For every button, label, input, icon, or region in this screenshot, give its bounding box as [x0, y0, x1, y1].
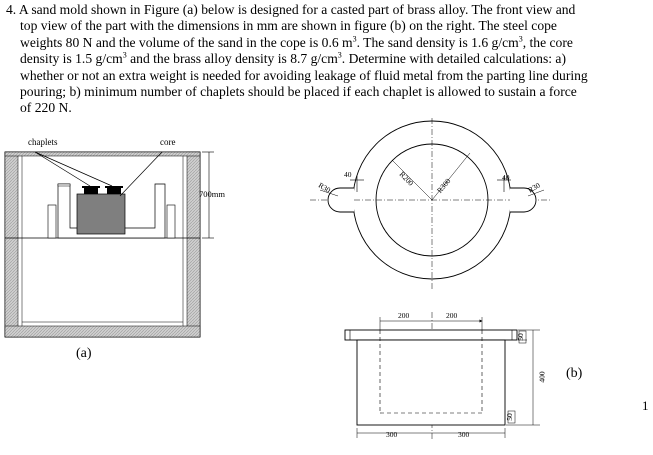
inner-circle-r200	[375, 143, 489, 257]
problem-line-5: whether or not an extra weight is needed…	[20, 67, 588, 83]
dim-200-right: 200	[446, 311, 458, 320]
top-view-figure	[310, 118, 550, 290]
core-leader	[119, 151, 163, 197]
dim-50-bottom: 50	[504, 413, 514, 421]
dim-700mm: 700mm	[199, 189, 225, 199]
dim-50-top: 50	[515, 333, 525, 341]
problem-line-2: top view of the part with the dimensions…	[20, 18, 557, 34]
front-view-figure	[344, 312, 540, 440]
problem-number: 4.	[6, 2, 17, 17]
problem-line-1: 4. A sand mold shown in Figure (a) below…	[6, 2, 576, 17]
problem-line-6: pouring; b) minimum number of chaplets s…	[20, 84, 577, 100]
right-flange-cavity	[166, 204, 176, 239]
dim-40-right: 40	[502, 173, 510, 182]
dim-300-right: 300	[458, 430, 470, 439]
dim-400: 400	[537, 371, 547, 383]
problem-line-4: density is 1.5 g/cm3 and the brass alloy…	[20, 50, 566, 67]
label-core: core	[160, 137, 176, 147]
core	[76, 193, 126, 235]
flask-right-wall	[186, 151, 201, 338]
problem-statement: 4. A sand mold shown in Figure (a) below…	[6, 2, 648, 117]
left-flange-cavity	[47, 204, 57, 239]
front-body	[356, 339, 506, 426]
problem-line-7: of 220 N.	[20, 100, 72, 116]
chaplet-right	[107, 188, 121, 194]
label-chaplets: chaplets	[28, 137, 58, 147]
flask-bottom-wall	[4, 325, 201, 338]
left-lug	[327, 187, 354, 213]
dim-200-left: 200	[398, 311, 410, 320]
dim-300-left: 300	[386, 430, 398, 439]
right-lug	[510, 187, 537, 213]
mold-cavity	[57, 183, 166, 239]
chaplets-leader-2	[34, 151, 113, 187]
page-number: 1	[642, 398, 649, 413]
dim-40-left: 40	[344, 170, 352, 179]
caption-b: (b)	[566, 366, 583, 381]
flask-top-wall	[4, 151, 201, 157]
sand-mold-figure	[4, 151, 214, 338]
chaplets-leader-1	[34, 151, 91, 187]
front-flange	[344, 329, 518, 341]
problem-line-3: weights 80 N and the volume of the sand …	[20, 34, 573, 50]
flask-outline	[4, 151, 201, 338]
chaplet-left	[84, 188, 98, 194]
flask-left-wall	[4, 151, 19, 338]
caption-a: (a)	[76, 346, 92, 361]
